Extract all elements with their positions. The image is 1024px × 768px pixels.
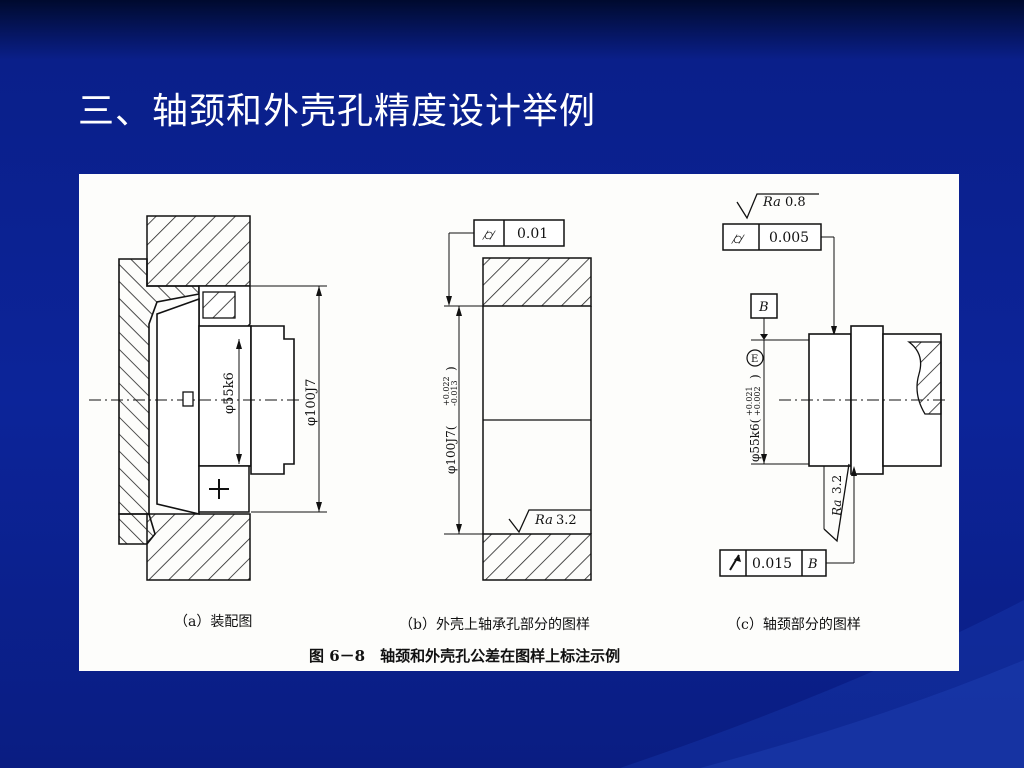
panel-c-side-roughness-label: Ra: [830, 500, 844, 517]
panel-c-cylindricity-icon: ⌭: [731, 229, 745, 248]
caption-b: （b）外壳上轴承孔部分的图样: [399, 616, 590, 633]
runout-frame: [719, 549, 827, 577]
journal-body: [808, 333, 852, 467]
caption-c: （c）轴颈部分的图样: [727, 617, 861, 633]
panel-b-dim-close: ): [444, 366, 458, 371]
panel-c-top-roughness-label: Ra: [762, 195, 781, 210]
bearing-roller: [202, 291, 236, 319]
panel-b-dev-lower: -0.013: [450, 380, 459, 406]
bore-top-hatch: [482, 257, 592, 307]
figure-panel: φ55k6 φ100J7 ⌭ 0.01 φ100J7( +0.022: [79, 174, 959, 671]
caption-a: （a）装配图: [174, 614, 252, 630]
panel-b-dim-bore: φ100J7(: [444, 426, 458, 474]
panel-b-housing-bore: ⌭ 0.01 φ100J7( +0.022 -0.013 ) Ra 3.2: [442, 219, 592, 581]
cylindricity-icon: ⌭: [482, 225, 496, 244]
bearing-inner: [156, 297, 200, 516]
panel-c-datum-label: B: [758, 300, 769, 315]
panel-b-roughness-value: 3.2: [556, 513, 577, 528]
panel-a-dim-shaft: φ55k6: [222, 372, 237, 414]
engineering-drawing: φ55k6 φ100J7 ⌭ 0.01 φ100J7( +0.022: [89, 193, 949, 665]
panel-c-top-roughness-value: 0.8: [785, 195, 806, 210]
housing-top-hatch: [146, 215, 251, 287]
panel-c-dim-journal: φ55k6(: [748, 419, 762, 462]
envelope-symbol: [746, 349, 764, 367]
panel-a-dim-housing: φ100J7: [304, 379, 319, 426]
panel-c-runout-value: 0.015: [752, 556, 792, 572]
housing-bottom-hatch: [146, 513, 251, 581]
panel-c-envelope: E: [751, 354, 758, 365]
panel-c-runout-datum: B: [807, 557, 818, 572]
panel-c-cylindricity-value: 0.005: [769, 230, 809, 246]
svg-text:φ100J7(: φ100J7(: [444, 426, 458, 474]
main-caption: 图 6－8 轴颈和外壳孔公差在图样上标注示例: [309, 647, 620, 665]
bore-bottom-hatch: [482, 533, 592, 581]
panel-c-dev-upper: +0.021: [745, 386, 754, 416]
break-section: [907, 341, 942, 415]
panel-a-assembly: φ55k6 φ100J7: [89, 215, 327, 581]
panel-c-dim-close: ): [748, 374, 762, 379]
panel-c-cylindricity-frame: [722, 223, 822, 251]
panel-c-journal: Ra 0.8 ⌭ 0.005 B φ55k6( +0.021 +0.002 ) …: [719, 193, 949, 577]
panel-b-tolerance-value: 0.01: [517, 226, 548, 242]
panel-c-side-roughness-value: 3.2: [830, 475, 844, 494]
slide-title: 三、轴颈和外壳孔精度设计举例: [78, 91, 597, 132]
shaft: [198, 325, 252, 467]
panel-b-dev-upper: +0.022: [442, 376, 451, 406]
cylindricity-frame: [473, 219, 565, 247]
roughness-symbol: [508, 509, 591, 534]
panel-c-dev-lower: +0.002: [753, 386, 762, 416]
panel-b-roughness-label: Ra: [534, 513, 553, 528]
